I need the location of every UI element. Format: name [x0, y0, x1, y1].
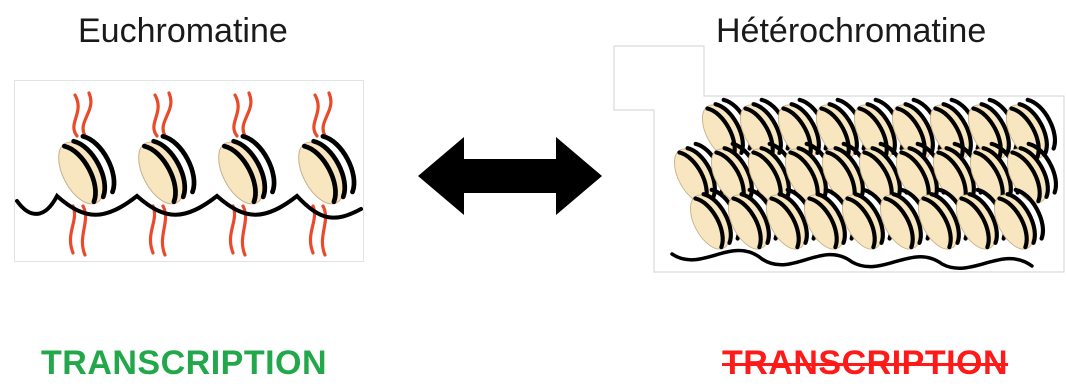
nucleosome [956, 187, 1007, 250]
histone-tail [80, 204, 88, 257]
histone-tail [160, 204, 168, 257]
histone-tail [232, 93, 240, 138]
euchromatin-title: Euchromatine [78, 12, 288, 50]
histone-tail [228, 204, 237, 255]
nucleosome [218, 133, 277, 205]
histone-tail [161, 91, 173, 138]
histone-tail [148, 204, 157, 255]
nucleosome [138, 133, 197, 205]
heterochromatin-illustration [612, 44, 1066, 274]
nucleosome [880, 187, 931, 250]
compacted-dna [670, 248, 1034, 270]
histone-tail [152, 93, 160, 138]
double-arrow-shape [418, 137, 602, 215]
heterochromatin-title: Hétérochromatine [716, 12, 987, 50]
nucleosome [994, 187, 1045, 250]
nucleosome [298, 133, 357, 205]
euchromatin-illustration [14, 80, 364, 262]
histone-tail [321, 91, 333, 138]
histone-tail [241, 91, 253, 138]
nucleosome [58, 133, 117, 205]
histone-tail [68, 204, 77, 255]
histone-tail [312, 93, 320, 138]
histone-tail [72, 93, 80, 138]
bidirectional-arrow [416, 135, 604, 217]
histone-tail [240, 204, 248, 257]
transcription-blocked-label: TRANSCRIPTION [722, 344, 1009, 382]
histone-tail [320, 204, 328, 257]
histone-tail [81, 91, 93, 138]
linker-dna [15, 192, 363, 220]
transcription-active-label: TRANSCRIPTION [41, 344, 328, 382]
